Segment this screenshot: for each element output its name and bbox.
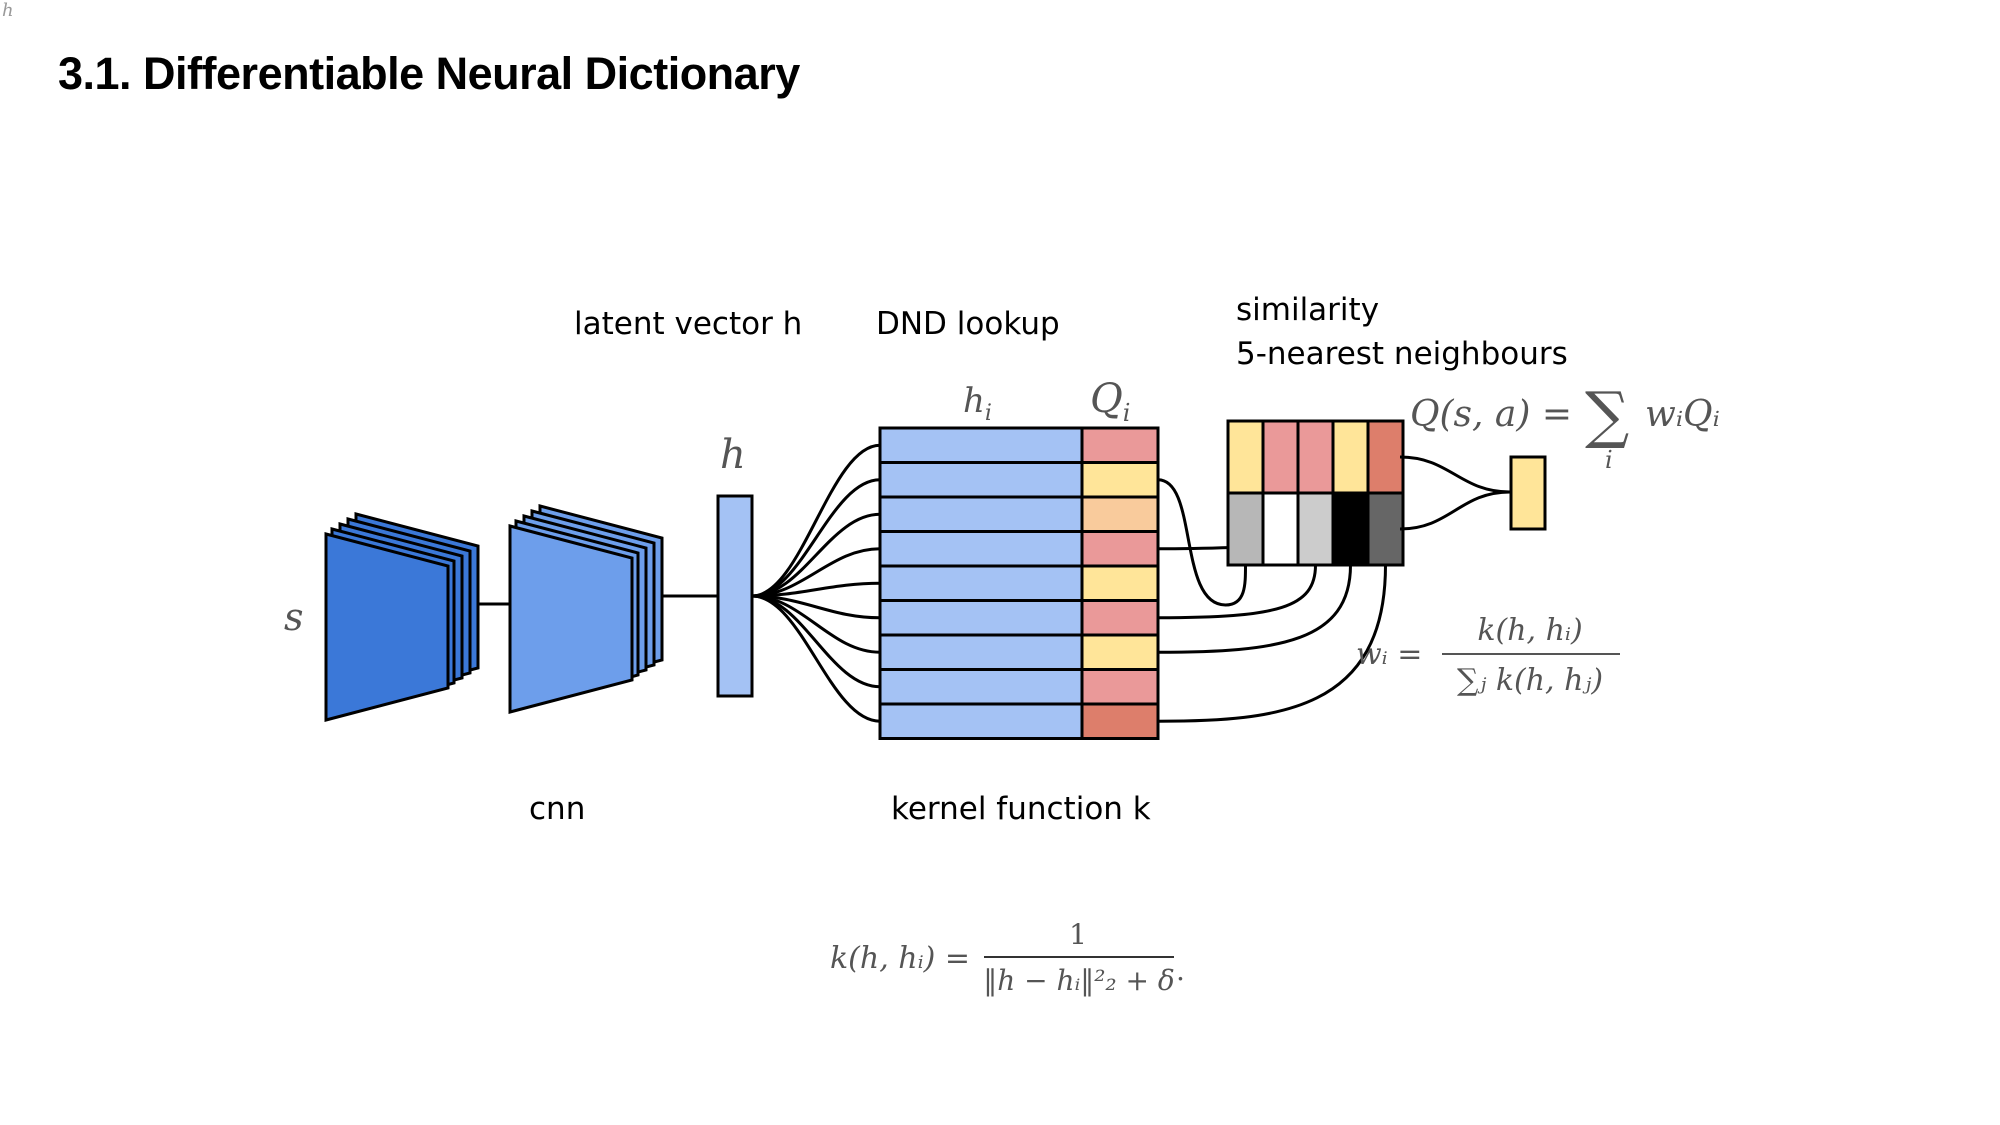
dnd-value-cell — [1080, 564, 1160, 602]
dnd-key-row — [878, 702, 1084, 740]
dnd-key-row — [878, 668, 1084, 706]
neighbour-similarity-cell — [1331, 491, 1370, 567]
w-formula-lhs: wᵢ = — [1356, 637, 1422, 672]
dnd-key-row — [878, 599, 1084, 637]
neighbour-link — [1157, 564, 1317, 620]
cnn-stage-2 — [508, 504, 664, 714]
dnd-value-cell — [1080, 668, 1160, 706]
symbol-s: s — [284, 595, 304, 639]
dnd-value-cell — [1080, 495, 1160, 533]
k-formula-denominator: ‖h − hᵢ‖²₂ + δ — [983, 964, 1175, 997]
q-formula-lhs: Q(s, a) = — [1410, 394, 1572, 435]
q-formula-sum: ∑ — [1585, 378, 1629, 451]
neighbour-similarity-cell — [1366, 491, 1405, 567]
dnd-key-row — [878, 530, 1084, 568]
fan-line — [751, 594, 881, 689]
neighbour-similarity-cell — [1261, 491, 1300, 567]
w-formula-denominator: ∑ⱼ k(h, hⱼ) — [1457, 663, 1603, 698]
dnd-value-cell — [1080, 426, 1160, 464]
merge-line-bottom — [1399, 490, 1511, 531]
dnd-value-cell — [1080, 702, 1160, 740]
latent-vector-bar — [716, 494, 754, 698]
label-latent-vector: latent vector h — [574, 306, 803, 342]
slide-title: 3.1. Differentiable Neural Dictionary — [58, 48, 800, 99]
symbol-h: h — [720, 432, 746, 478]
q-formula-rhs: wᵢQᵢ — [1645, 394, 1720, 435]
dnd-key-row — [878, 564, 1084, 602]
neighbour-value-cell — [1226, 419, 1265, 495]
neighbour-link — [1157, 564, 1387, 723]
dnd-value-cell — [1080, 599, 1160, 637]
kernel-fan-lines — [751, 443, 881, 723]
neighbour-similarity-cell — [1226, 491, 1265, 567]
dnd-key-row — [878, 495, 1084, 533]
k-formula-numerator: 1 — [1069, 918, 1087, 951]
label-kernel-function: kernel function k — [891, 791, 1151, 827]
dnd-value-cell — [1080, 461, 1160, 499]
symbol-hi: hi — [963, 381, 992, 426]
label-nearest-neighbours: 5-nearest neighbours — [1236, 336, 1568, 372]
label-similarity: similarity — [1236, 292, 1380, 328]
fan-line — [751, 478, 881, 598]
neighbour-link — [1157, 478, 1247, 607]
fan-line — [751, 594, 881, 723]
merge-line-top — [1399, 455, 1511, 494]
neighbour-value-cell — [1261, 419, 1300, 495]
dnd-value-cell — [1080, 530, 1160, 568]
dnd-key-row — [878, 633, 1084, 671]
fan-line — [751, 594, 881, 654]
label-dnd-lookup: DND lookup — [876, 306, 1060, 342]
q-formula-sum-index: i — [1605, 446, 1613, 474]
neighbour-similarity-cell — [1296, 491, 1335, 567]
symbol-Qi: Qi — [1090, 376, 1130, 427]
output-q-value — [1509, 455, 1547, 531]
neighbour-value-cell — [1296, 419, 1335, 495]
neighbour-link — [1157, 564, 1352, 654]
dnd-table — [878, 426, 1160, 740]
w-formula-numerator: k(h, hᵢ) — [1477, 613, 1582, 648]
k-formula-end: . — [1176, 954, 1185, 987]
label-cnn: cnn — [529, 791, 586, 827]
k-formula-lhs: k(h, hᵢ) = — [830, 941, 970, 976]
dnd-key-row — [878, 461, 1084, 499]
dnd-value-cell — [1080, 633, 1160, 671]
dnd-key-row — [878, 426, 1084, 464]
nearest-neighbours-block — [1226, 419, 1405, 567]
neighbour-value-cell — [1331, 419, 1370, 495]
fan-line — [751, 512, 881, 598]
neighbour-link-lines — [1157, 478, 1387, 723]
corner-mark: h — [2, 0, 14, 21]
neighbour-value-cell — [1366, 419, 1405, 495]
cnn-stage-1 — [324, 512, 480, 722]
